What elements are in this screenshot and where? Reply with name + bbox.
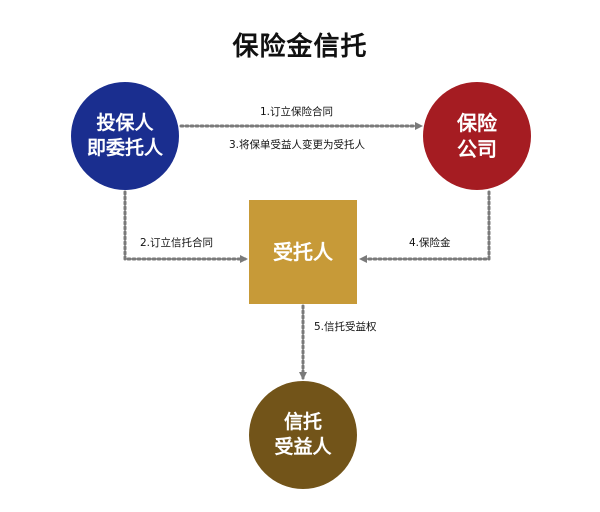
node-insurer: 保险 公司 [423, 82, 531, 190]
edge-label-1: 1.订立保险合同 [260, 106, 334, 118]
edge-label-2: 2.订立信托合同 [140, 237, 214, 249]
arrow-policyholder-to-trustee [123, 190, 248, 263]
node-policyholder-line-2: 即委托人 [86, 137, 163, 159]
edge-label-3: 3.将保单受益人变更为受托人 [229, 139, 366, 151]
diagram-title: 保险金信托 [232, 32, 368, 62]
node-policyholder-line-1: 投保人 [96, 112, 154, 135]
edge-label-4: 4.保险金 [409, 237, 451, 249]
node-trustee-label: 受托人 [273, 240, 333, 264]
node-insurer-line-1: 保险 [457, 111, 497, 135]
node-beneficiary-line-1: 信托 [283, 411, 322, 434]
edge-label-5: 5.信托受益权 [314, 321, 377, 333]
arrow-insurer-to-trustee [359, 190, 491, 263]
node-beneficiary-line-2: 受益人 [274, 436, 332, 458]
node-trustee: 受托人 [249, 200, 357, 304]
node-beneficiary: 信托 受益人 [249, 381, 357, 489]
node-policyholder: 投保人 即委托人 [71, 82, 179, 190]
node-insurer-line-2: 公司 [457, 137, 497, 161]
